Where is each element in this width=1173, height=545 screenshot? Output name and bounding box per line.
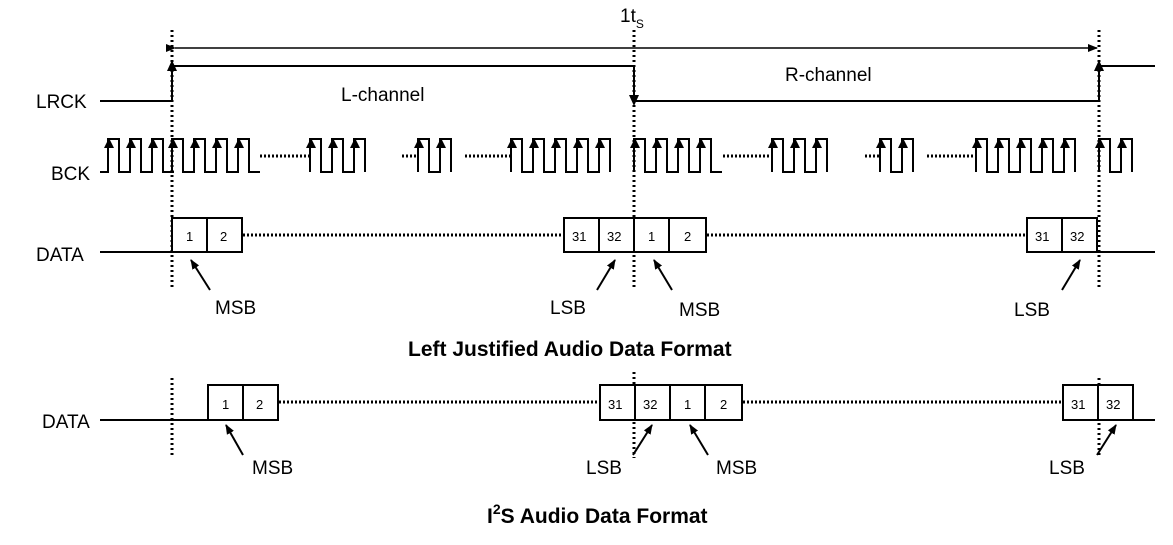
lj-bit-2-right: 2 [684, 229, 691, 244]
bck-rising-edge-arrow [630, 138, 640, 148]
i2s-bit-2-right: 2 [720, 397, 727, 412]
bck-rising-edge-arrow [234, 138, 244, 148]
bck-rising-edge-arrow [328, 138, 338, 148]
bck-rising-edge-arrow [1038, 138, 1048, 148]
lj-lsb-left: LSB [550, 298, 586, 319]
lj-bit-cells [171, 217, 1098, 253]
i2s-title: I2S Audio Data Format [487, 501, 708, 528]
bck-rising-edge-arrow [551, 138, 561, 148]
bck-waveform [100, 138, 1133, 173]
bck-rising-edge-arrow [994, 138, 1004, 148]
bck-rising-edge-arrow [1117, 138, 1127, 148]
i2s-pointer-arrows [225, 424, 1117, 456]
i2s-bit-32-right: 32 [1106, 397, 1120, 412]
bck-rising-edge-arrow [898, 138, 908, 148]
i2s-bit-1: 1 [222, 397, 229, 412]
left-justified-title: Left Justified Audio Data Format [408, 338, 732, 361]
r-channel-label: R-channel [785, 65, 872, 86]
period-label: 1tS [620, 6, 644, 31]
bck-rising-edge-arrow [790, 138, 800, 148]
lrck-waveform [100, 60, 1155, 106]
i2s-lsb-left: LSB [586, 458, 622, 479]
lrck-label: LRCK [36, 92, 87, 113]
lj-bit-31-right: 31 [1035, 229, 1049, 244]
i2s-bit-2: 2 [256, 397, 263, 412]
bck-rising-edge-arrow [507, 138, 517, 148]
i2s-msb-right: MSB [716, 458, 757, 479]
bck-rising-edge-arrow [104, 138, 114, 148]
i2s-bit-32: 32 [643, 397, 657, 412]
lj-bit-31: 31 [572, 229, 586, 244]
bck-rising-edge-arrow [652, 138, 662, 148]
bck-label: BCK [51, 164, 90, 185]
i2s-bit-31-right: 31 [1071, 397, 1085, 412]
bck-rising-edge-arrow [1095, 138, 1105, 148]
bck-rising-edge-arrow [350, 138, 360, 148]
bck-rising-edge-arrow [1016, 138, 1026, 148]
bck-rising-edge-arrow [696, 138, 706, 148]
bck-rising-edge-arrow [1060, 138, 1070, 148]
lj-msb-right: MSB [679, 300, 720, 321]
i2s-bit-31: 31 [608, 397, 622, 412]
l-channel-label: L-channel [341, 85, 424, 106]
lj-pointer-arrows [190, 259, 1081, 291]
lj-bit-32-right: 32 [1070, 229, 1084, 244]
bck-rising-edge-arrow [674, 138, 684, 148]
lj-bit-1: 1 [186, 229, 193, 244]
lj-msb-left: MSB [215, 298, 256, 319]
bck-rising-edge-arrow [768, 138, 778, 148]
i2s-bit-cells [207, 384, 1134, 421]
i2s-data-line [100, 400, 1155, 421]
data-label: DATA [36, 245, 84, 266]
bck-rising-edge-arrow [876, 138, 886, 148]
bck-rising-edge-arrow [595, 138, 605, 148]
lj-data-line [100, 233, 1155, 253]
bck-rising-edge-arrow [529, 138, 539, 148]
bck-rising-edge-arrow [436, 138, 446, 148]
bck-rising-edge-arrow [212, 138, 222, 148]
bck-rising-edge-arrow [972, 138, 982, 148]
bck-clock-line [100, 138, 1133, 173]
lj-bit-32: 32 [607, 229, 621, 244]
i2s-msb-left: MSB [252, 458, 293, 479]
bck-rising-edge-arrow [168, 138, 178, 148]
bck-rising-edge-arrow [126, 138, 136, 148]
bck-rising-edge-arrow [306, 138, 316, 148]
bck-rising-edge-arrow [190, 138, 200, 148]
i2s-data-label: DATA [42, 412, 90, 433]
lj-bit-2: 2 [220, 229, 227, 244]
bck-rising-edge-arrow [573, 138, 583, 148]
bck-rising-edge-arrow [812, 138, 822, 148]
lj-bit-1-right: 1 [648, 229, 655, 244]
bck-rising-edge-arrow [414, 138, 424, 148]
bck-rising-edge-arrow [148, 138, 158, 148]
i2s-lsb-right: LSB [1049, 458, 1085, 479]
lj-lsb-right: LSB [1014, 300, 1050, 321]
i2s-bit-1-right: 1 [684, 397, 691, 412]
